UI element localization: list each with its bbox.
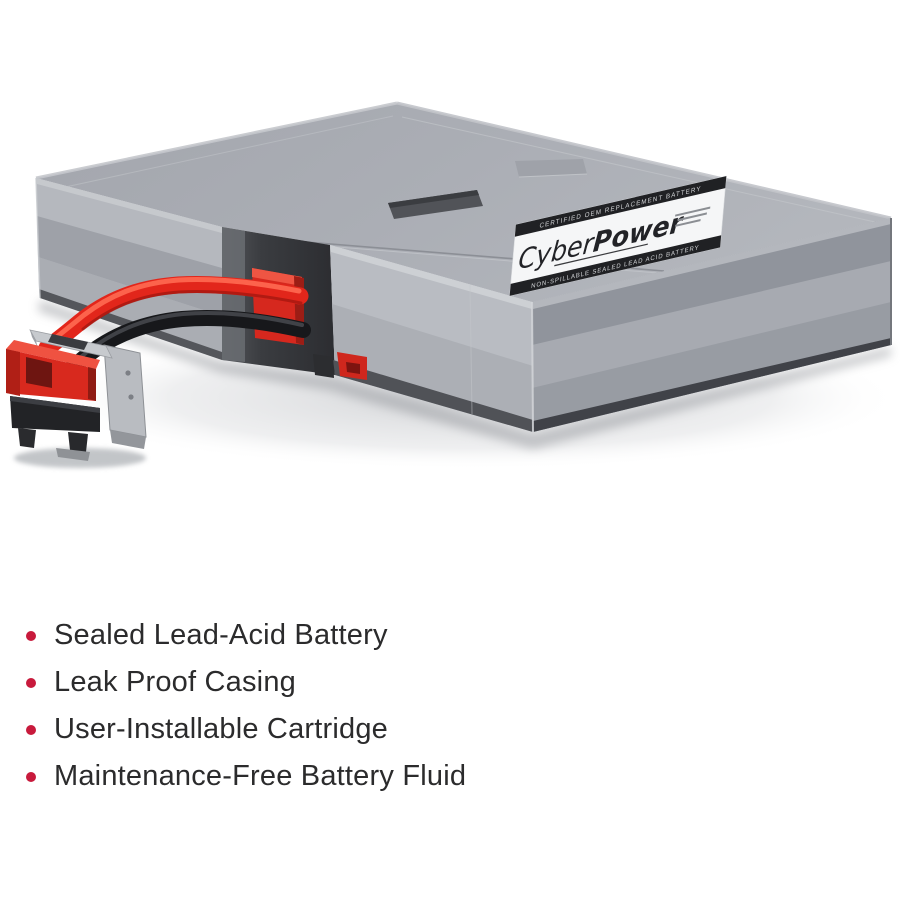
bracket-slot [48,334,88,350]
list-item: Leak Proof Casing [26,659,586,706]
bullet-icon [26,677,36,688]
right-pack-front-face [531,218,892,433]
list-item: Maintenance-Free Battery Fluid [26,753,586,800]
bullet-icon [26,630,36,641]
bullet-icon [26,724,36,735]
feature-text: Sealed Lead-Acid Battery [54,619,388,651]
wire-channel [222,227,335,375]
label-top-bar [514,176,727,237]
label-fine-print [675,206,711,227]
feature-text: Leak Proof Casing [54,666,296,698]
right-pack-end-face [313,245,533,432]
red-connector-block [6,340,100,401]
list-item: Sealed Lead-Acid Battery [26,612,586,659]
top-ridge-notch [515,159,587,177]
channel-floor-slot [313,354,334,378]
quick-connector [6,329,147,461]
feature-text: User-Installable Cartridge [54,713,388,745]
bullet-icon [26,771,36,782]
label-bottom-bar [509,235,722,296]
feature-text: Maintenance-Free Battery Fluid [54,760,467,792]
handle-slot [388,190,483,219]
black-connector-block [10,396,100,461]
list-item: User-Installable Cartridge [26,706,586,753]
bracket-plate [103,344,147,438]
feature-list: Sealed Lead-Acid Battery Leak Proof Casi… [26,612,586,800]
red-wire [38,275,309,357]
product-photo: CERTIFIED OEM REPLACEMENT BATTERY NON-SP… [6,101,900,470]
